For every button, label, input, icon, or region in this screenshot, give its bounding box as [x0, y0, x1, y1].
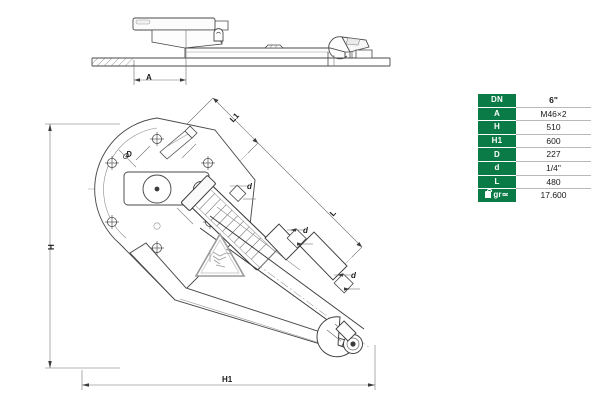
lifting-eye: [213, 28, 224, 42]
table-row: DN 6": [478, 94, 591, 108]
table-row: D 227: [478, 147, 591, 162]
spec-key-dn: DN: [478, 94, 516, 108]
table-row: A M46×2: [478, 107, 591, 122]
spec-value-dn: 6": [516, 94, 591, 108]
spec-value-weight: 17.600: [516, 188, 591, 202]
spec-value-d-minor: 1/4": [516, 161, 591, 176]
dimension-label-H: H: [47, 244, 56, 250]
dimension-label-d-3: d: [247, 182, 252, 191]
dimension-label-d-1: d: [303, 226, 308, 235]
main-view-group: [45, 97, 376, 390]
spec-key-d-major: D: [478, 147, 516, 162]
top-bracket: [159, 125, 198, 160]
dimension-L: [257, 142, 363, 258]
spec-key-h: H: [478, 120, 516, 135]
bore-d-ports: [228, 184, 354, 294]
rod-end-cap: [335, 320, 357, 342]
bore-D-marker: [122, 153, 130, 159]
specification-table: DN 6" A M46×2 H 510 H1 600 D 227 d 1/4": [478, 94, 591, 202]
spec-value-h: 510: [516, 120, 591, 135]
table-row: H 510: [478, 120, 591, 135]
base-plate: [91, 57, 391, 67]
weight-key-wrapper: gr≃: [485, 189, 509, 199]
table-row: L 480: [478, 175, 591, 190]
crush-hazard-warning-icon: [194, 232, 246, 277]
table-row: gr≃ 17.600: [478, 188, 591, 202]
dimension-label-H1: H1: [222, 375, 233, 384]
spec-key-l: L: [478, 175, 516, 190]
dimension-A-top-view: [133, 30, 187, 85]
spec-key-weight: gr≃: [478, 188, 516, 202]
dimension-label-A: A: [146, 73, 152, 82]
dimension-L1: [182, 97, 259, 154]
table-row: d 1/4": [478, 161, 591, 176]
flange-leader-lines: [118, 143, 197, 225]
top-view-group: [91, 17, 391, 85]
spec-value-l: 480: [516, 175, 591, 190]
spec-key-a: A: [478, 107, 516, 122]
spec-key-weight-label: gr≃: [493, 189, 509, 199]
dimension-label-d-2: d: [351, 271, 356, 280]
weight-icon: [485, 189, 492, 199]
spec-key-h1: H1: [478, 134, 516, 149]
dimension-D-leader: [135, 145, 151, 161]
actuator-end: [327, 36, 373, 66]
table-row: H1 600: [478, 134, 591, 149]
spec-value-h1: 600: [516, 134, 591, 149]
dimension-framework: [45, 123, 376, 390]
spec-value-d-major: 227: [516, 147, 591, 162]
spec-value-a: M46×2: [516, 107, 591, 122]
valve-body-profile: [184, 44, 346, 59]
specification-table-body: DN 6" A M46×2 H 510 H1 600 D 227 d 1/4": [478, 94, 591, 202]
dimension-label-D: D: [126, 150, 132, 159]
bore-d-leaders: [230, 185, 360, 291]
actuator-cylinder: [181, 175, 278, 271]
spec-key-d-minor: d: [478, 161, 516, 176]
